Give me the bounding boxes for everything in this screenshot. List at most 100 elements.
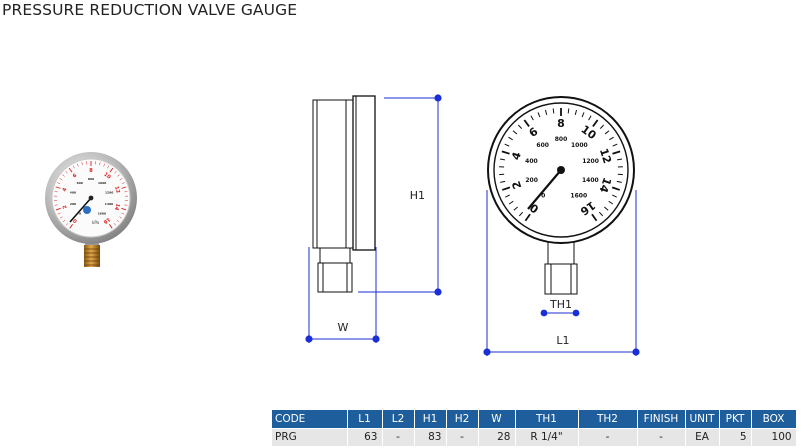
photo-scale-tick — [119, 178, 123, 181]
front-scale-inner-label: 400 — [525, 158, 538, 165]
photo-scale-outer-label: 6 — [72, 172, 79, 179]
photo-scale-inner-label: 400 — [70, 190, 76, 194]
photo-scale-outer-label: 4 — [62, 187, 69, 193]
front-scale-tick — [574, 109, 578, 115]
photo-scale-tick — [121, 212, 125, 215]
photo-scale-tick — [113, 222, 117, 226]
photo-unit-label: kPa — [92, 220, 100, 225]
front-scale-tick — [518, 211, 524, 217]
photo-scale-tick — [124, 204, 128, 206]
front-scale-tick — [502, 186, 511, 191]
col-w: W — [478, 410, 516, 428]
col-box: BOX — [751, 410, 797, 428]
col-finish: FINISH — [637, 410, 686, 428]
photo-scale-inner-label: 800 — [88, 177, 94, 181]
dimension-endpoints — [305, 94, 640, 356]
cell-finish: - — [637, 427, 686, 446]
photo-scale-tick — [107, 165, 110, 169]
photo-thread — [84, 245, 100, 267]
front-scale-inner-label: 1600 — [570, 193, 587, 200]
cell-code: PRG — [272, 427, 348, 446]
photo-scale-labels: 0246810121416020040060080010001200140016… — [62, 168, 121, 225]
dimension-lines — [308, 97, 637, 356]
front-scale-inner-label: 1400 — [582, 177, 599, 184]
photo-scale-ticks — [54, 161, 128, 229]
photo-scale-outer-label: 16 — [102, 216, 112, 225]
photo-scale-tick — [62, 219, 66, 223]
front-scale-tick — [609, 136, 614, 141]
photo-scale-tick — [121, 182, 125, 184]
front-scale-tick — [591, 213, 598, 222]
front-scale-tick — [504, 143, 510, 147]
front-scale-outer-label: 2 — [510, 179, 525, 190]
photo-scale-inner-label: 1400 — [105, 202, 113, 206]
photo-scale-tick — [54, 204, 58, 206]
front-scale-tick — [617, 158, 623, 161]
front-scale-tick — [513, 206, 518, 211]
front-scale-tick — [508, 136, 513, 141]
front-scale-tick — [517, 124, 523, 129]
front-scale-inner-label: 0 — [541, 193, 545, 200]
front-scale-tick — [616, 180, 622, 183]
col-code: CODE — [272, 410, 348, 428]
front-scale-tick — [505, 194, 510, 198]
front-hub — [557, 166, 565, 174]
photo-scale-tick — [109, 167, 114, 173]
front-scale-tick — [530, 115, 534, 121]
front-scale-tick — [508, 200, 514, 205]
photo-scale-tick — [103, 163, 105, 167]
front-scale-tick — [588, 115, 592, 121]
front-scale-tick — [537, 112, 541, 118]
front-scale-outer-label: 14 — [596, 176, 613, 195]
cell-th2: - — [578, 427, 638, 446]
dimension-label-l1: L1 — [556, 334, 569, 347]
photo-scale-tick — [121, 186, 127, 189]
cell-box: 100 — [751, 427, 797, 446]
front-scale-tick — [598, 211, 604, 217]
side-view — [312, 95, 376, 293]
front-scale-inner-label: 1000 — [571, 142, 588, 149]
front-scale-tick — [599, 124, 605, 129]
photo-scale-tick — [55, 207, 61, 211]
front-scale-tick — [604, 206, 609, 211]
front-scale-tick — [612, 194, 617, 198]
front-scale-tick — [612, 150, 621, 155]
front-scale-tick — [512, 130, 518, 135]
dimension-label-w: W — [338, 321, 349, 334]
col-h1: H1 — [414, 410, 447, 428]
front-scale-tick — [592, 119, 599, 127]
photo-scale-outer-label: 0 — [72, 217, 79, 224]
photo-scale-outer-label: 14 — [113, 202, 121, 211]
front-scale-tick — [523, 119, 530, 127]
product-photo: 0246810121416020040060080010001200140016… — [45, 152, 137, 267]
photo-scale-tick — [121, 207, 127, 211]
photo-scale-inner-label: 0 — [79, 212, 81, 216]
col-pkt: PKT — [719, 410, 752, 428]
photo-hub — [88, 195, 94, 201]
front-scale-ticks — [499, 108, 623, 222]
photo-scale-tick — [65, 170, 68, 174]
col-l2: L2 — [382, 410, 415, 428]
photo-scale-tick — [62, 174, 65, 177]
front-scale-inner-label: 800 — [555, 136, 568, 143]
photo-scale-outer-label: 10 — [102, 172, 112, 181]
photo-scale-tick — [116, 219, 120, 223]
photo-scale-tick — [59, 216, 63, 219]
photo-scale-tick — [65, 222, 69, 226]
cell-unit: EA — [685, 427, 720, 446]
dimension-label-th1: TH1 — [549, 298, 572, 311]
photo-scale-tick — [119, 216, 123, 219]
photo-scale-tick — [57, 182, 61, 184]
front-scale-outer-label: 4 — [509, 150, 524, 162]
cell-h1: 83 — [414, 427, 447, 446]
cell-h2: - — [446, 427, 479, 446]
cell-l2: - — [382, 427, 415, 446]
front-scale-tick — [581, 112, 585, 118]
photo-scale-tick — [124, 191, 128, 193]
cell-w: 28 — [478, 427, 516, 446]
photo-scale-inner-label: 1000 — [98, 181, 106, 185]
photo-scale-tick — [68, 167, 73, 173]
front-scale-tick — [501, 150, 510, 155]
